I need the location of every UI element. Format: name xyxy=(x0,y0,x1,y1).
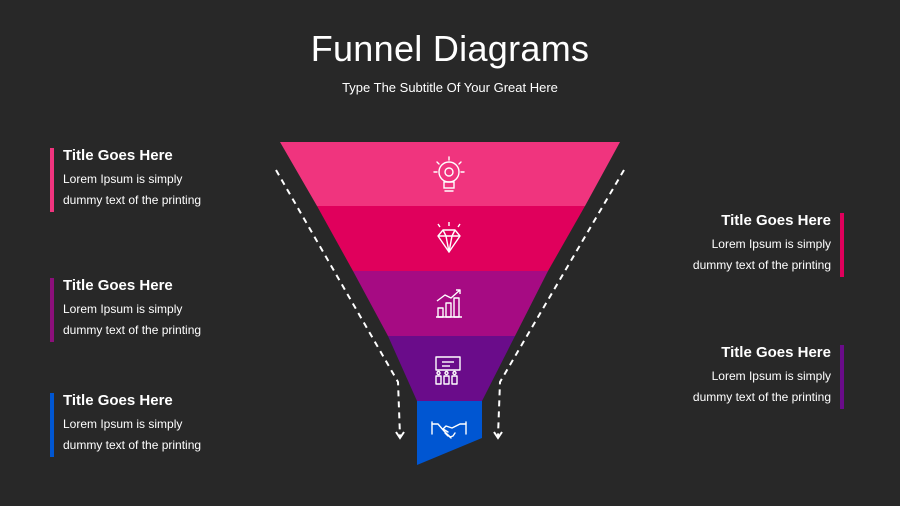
block-text: Lorem Ipsum is simply dummy text of the … xyxy=(611,234,831,275)
block-text-line-2: dummy text of the printing xyxy=(63,322,202,337)
block-text: Lorem Ipsum is simply dummy text of the … xyxy=(63,299,283,340)
block-text-line-1: Lorem Ipsum is simply xyxy=(63,172,183,186)
page-title: Funnel Diagrams xyxy=(310,28,590,69)
accent-bar xyxy=(50,393,54,457)
growth-chart-icon xyxy=(436,289,462,318)
accent-bar xyxy=(50,148,54,212)
accent-bar xyxy=(840,213,844,277)
funnel-layer-5 xyxy=(417,401,482,465)
block-title: Title Goes Here xyxy=(63,277,173,294)
lightbulb-gear-icon xyxy=(433,156,465,192)
text-block-right-2: Title Goes Here Lorem Ipsum is simply du… xyxy=(611,344,844,409)
block-text-line-1: Lorem Ipsum is simply xyxy=(711,237,831,251)
text-block-left-1: Title Goes Here Lorem Ipsum is simply du… xyxy=(50,147,283,212)
block-text-line-2: dummy text of the printing xyxy=(692,257,831,272)
block-title: Title Goes Here xyxy=(721,212,831,229)
funnel-layer-4 xyxy=(388,336,515,401)
block-title: Title Goes Here xyxy=(63,147,173,164)
block-text: Lorem Ipsum is simply dummy text of the … xyxy=(63,414,283,455)
handshake-icon xyxy=(431,421,467,439)
left-dashed-arrow xyxy=(395,431,405,440)
left-dashed-guide xyxy=(275,169,401,437)
block-text-line-2: dummy text of the printing xyxy=(63,437,202,452)
block-text-line-1: Lorem Ipsum is simply xyxy=(711,369,831,383)
text-block-right-1: Title Goes Here Lorem Ipsum is simply du… xyxy=(611,212,844,277)
funnel-layer-1 xyxy=(280,142,620,206)
block-title: Title Goes Here xyxy=(721,344,831,361)
right-dashed-guide xyxy=(497,169,625,437)
presentation-audience-icon xyxy=(435,356,461,385)
page-subtitle: Type The Subtitle Of Your Great Here xyxy=(342,80,558,95)
block-text-line-2: dummy text of the printing xyxy=(63,192,202,207)
block-text: Lorem Ipsum is simply dummy text of the … xyxy=(63,169,283,210)
block-text-line-1: Lorem Ipsum is simply xyxy=(63,417,183,431)
right-dashed-arrow xyxy=(493,431,503,440)
accent-bar xyxy=(50,278,54,342)
block-text-line-1: Lorem Ipsum is simply xyxy=(63,302,183,316)
block-title: Title Goes Here xyxy=(63,392,173,409)
text-block-left-3: Title Goes Here Lorem Ipsum is simply du… xyxy=(50,392,283,457)
text-block-left-2: Title Goes Here Lorem Ipsum is simply du… xyxy=(50,277,283,342)
diamond-icon xyxy=(437,222,461,253)
block-text-line-2: dummy text of the printing xyxy=(692,389,831,404)
block-text: Lorem Ipsum is simply dummy text of the … xyxy=(611,366,831,407)
accent-bar xyxy=(840,345,844,409)
